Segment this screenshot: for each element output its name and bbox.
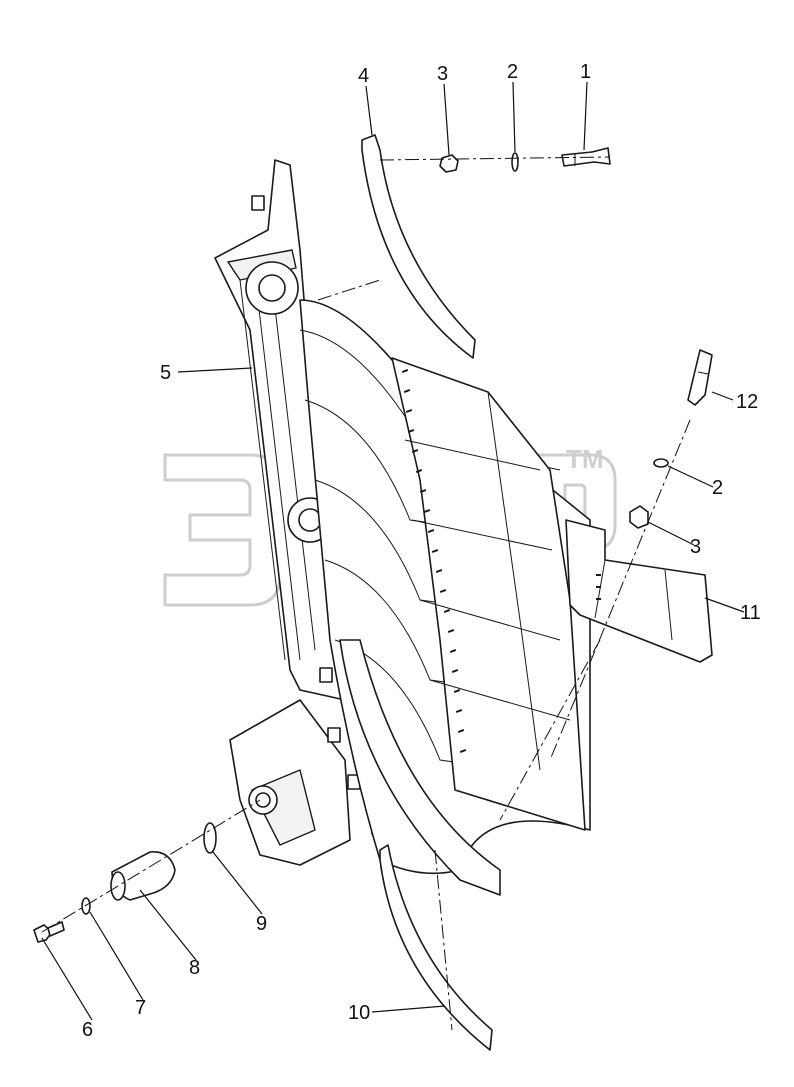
curved-strip-upper-icon (361, 134, 476, 359)
callout-4: 4 (358, 65, 369, 87)
callout-9: 9 (256, 913, 267, 935)
callout-2-right: 2 (712, 477, 723, 499)
callout-2-top: 2 (507, 61, 518, 83)
washer-icon (511, 152, 519, 172)
curved-strip-lower-icon (379, 844, 493, 1051)
callout-12: 12 (736, 391, 758, 413)
callout-5: 5 (160, 362, 171, 384)
trademark-label: TM (566, 444, 604, 474)
callout-6: 6 (82, 1019, 93, 1041)
curved-sieve-body (299, 299, 591, 896)
bolt-long-icon (687, 349, 713, 406)
callout-3-right: 3 (690, 536, 701, 558)
nut-icon (439, 154, 459, 173)
washer-icon-right (653, 458, 669, 468)
assembly-axes (41, 156, 691, 1031)
ring-icon (203, 822, 217, 854)
nut-icon-right (629, 505, 649, 529)
callout-labels: 1 2 3 4 5 6 7 8 9 10 11 12 2 3 (82, 61, 761, 1041)
callout-11: 11 (740, 602, 761, 624)
callout-leaders (41, 81, 745, 1021)
callout-1: 1 (580, 61, 591, 83)
callout-8: 8 (189, 957, 200, 979)
screw-icon (33, 921, 65, 943)
slot-row (401, 369, 467, 753)
bushing-icon (110, 851, 176, 901)
callout-7: 7 (135, 997, 146, 1019)
washer-small-icon (81, 897, 91, 915)
frame-icon (214, 159, 385, 866)
callout-10: 10 (348, 1002, 370, 1024)
plate-icon (565, 519, 713, 663)
callout-3-top: 3 (437, 63, 448, 85)
